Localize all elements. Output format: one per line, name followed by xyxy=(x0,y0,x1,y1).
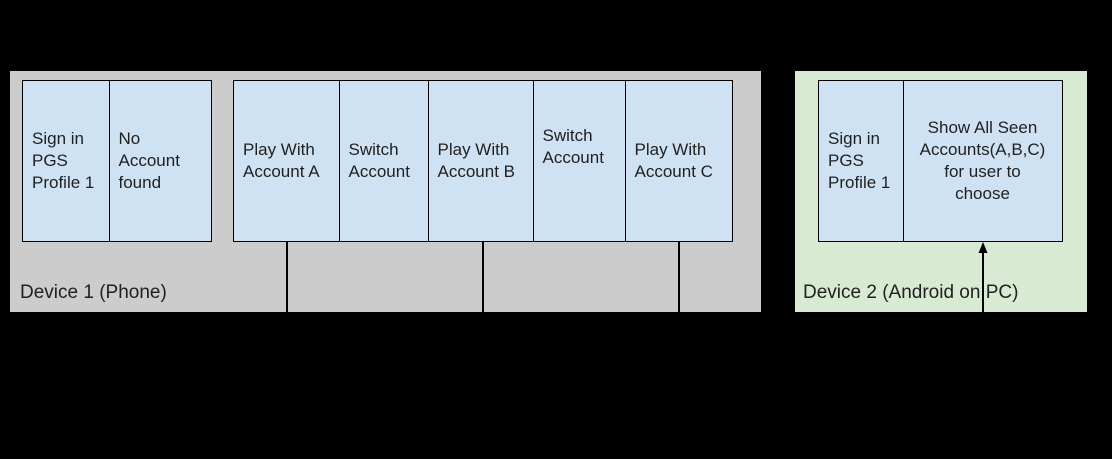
box-switch-account-2: Switch Account xyxy=(532,80,626,242)
box-play-with-account-a: Play With Account A xyxy=(233,80,340,242)
box-switch-account-1: Switch Account xyxy=(338,80,429,242)
box-sign-in-pgs-profile-1-device2: Sign in PGS Profile 1 xyxy=(818,80,904,242)
device2-panel: Sign in PGS Profile 1 Show All Seen Acco… xyxy=(795,71,1087,312)
box-show-all-seen-accounts: Show All Seen Accounts(A,B,C) for user t… xyxy=(902,80,1063,242)
connector-line-account-c xyxy=(678,242,680,312)
box-no-account-found: No Account found xyxy=(108,80,212,242)
box-sign-in-pgs-profile-1-text: Sign in PGS Profile 1 xyxy=(32,129,95,192)
box-switch-account-2-text: Switch Account xyxy=(542,126,604,167)
device1-label: Device 1 (Phone) xyxy=(20,282,167,303)
box-show-all-seen-accounts-text: Show All Seen Accounts(A,B,C) for user t… xyxy=(919,118,1046,203)
box-play-with-account-b-text: Play With Account B xyxy=(437,140,516,181)
device2-label: Device 2 (Android on PC) xyxy=(803,282,1019,303)
connector-line-account-b xyxy=(482,242,484,312)
box-play-with-account-b: Play With Account B xyxy=(427,80,534,242)
box-switch-account-1-text: Switch Account xyxy=(348,140,410,181)
box-play-with-account-c-text: Play With Account C xyxy=(634,140,713,181)
box-play-with-account-a-text: Play With Account A xyxy=(243,140,320,181)
box-sign-in-pgs-profile-1: Sign in PGS Profile 1 xyxy=(22,80,110,242)
up-arrow-icon xyxy=(978,242,988,312)
connector-line-account-a xyxy=(286,242,288,312)
box-play-with-account-c: Play With Account C xyxy=(624,80,733,242)
box-no-account-found-text: No Account found xyxy=(118,129,180,192)
box-sign-in-pgs-profile-1-device2-text: Sign in PGS Profile 1 xyxy=(828,129,891,192)
device1-panel: Sign in PGS Profile 1 No Account found P… xyxy=(10,71,761,312)
